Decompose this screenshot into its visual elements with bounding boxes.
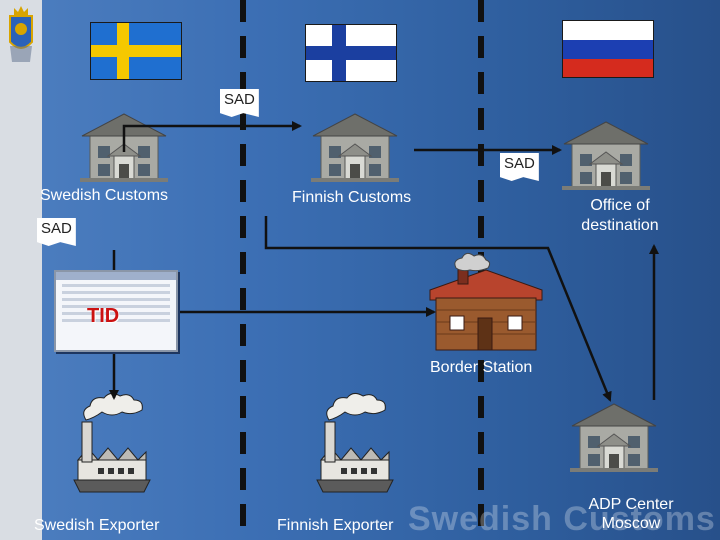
screen-row bbox=[62, 284, 170, 287]
border-station-label: Border Station bbox=[430, 359, 533, 376]
screen-row bbox=[62, 312, 170, 315]
office-destination-label: Office of destination bbox=[570, 196, 670, 236]
screen-row bbox=[62, 305, 170, 308]
customs-building-icon bbox=[569, 403, 659, 473]
adp-center-label: ADP Center Moscow bbox=[575, 495, 687, 533]
flag-stripe-middle bbox=[563, 40, 653, 59]
flag-stripe-top bbox=[563, 21, 653, 40]
finland-flag-icon bbox=[305, 24, 397, 82]
crest-icon bbox=[9, 6, 33, 62]
flag-stripe-bottom bbox=[563, 59, 653, 77]
office-destination-line2: destination bbox=[581, 217, 659, 234]
flag-cross-vertical bbox=[117, 23, 129, 79]
sad-document: SAD bbox=[220, 89, 259, 117]
finnish-customs-label: Finnish Customs bbox=[292, 189, 412, 206]
customs-building-icon bbox=[310, 113, 400, 183]
border-cabin-icon bbox=[429, 252, 543, 351]
swedish-exporter-label: Swedish Exporter bbox=[34, 517, 160, 534]
swedish-customs-label: Swedish Customs bbox=[40, 187, 169, 204]
flag-cross-horizontal bbox=[91, 45, 181, 57]
adp-center-line1: ADP Center bbox=[588, 496, 674, 513]
adp-center-line2: Moscow bbox=[601, 515, 661, 532]
flag-cross-vertical bbox=[332, 25, 346, 81]
factory-icon bbox=[316, 392, 394, 493]
sad-document: SAD bbox=[37, 218, 76, 246]
flag-cross-horizontal bbox=[306, 46, 396, 60]
sweden-flag-icon bbox=[90, 22, 182, 80]
factory-icon bbox=[73, 392, 151, 493]
screen-row bbox=[62, 298, 170, 301]
arrow-sweden-to-finland bbox=[122, 121, 302, 152]
screen-row bbox=[62, 291, 170, 294]
arrow-finland-to-adp bbox=[264, 216, 612, 402]
screen-title-bar bbox=[56, 272, 176, 280]
computer-screen-icon bbox=[54, 270, 178, 352]
office-destination-line1: Office of bbox=[590, 197, 650, 214]
tid-label: TID bbox=[87, 305, 120, 327]
customs-building-icon bbox=[561, 121, 651, 191]
watermark-text: Swedish Customs bbox=[408, 500, 716, 538]
left-strip bbox=[0, 0, 42, 540]
screen-row bbox=[62, 319, 170, 322]
finnish-exporter-label: Finnish Exporter bbox=[277, 517, 394, 534]
sad-document: SAD bbox=[500, 153, 539, 181]
russia-flag-icon bbox=[562, 20, 654, 78]
